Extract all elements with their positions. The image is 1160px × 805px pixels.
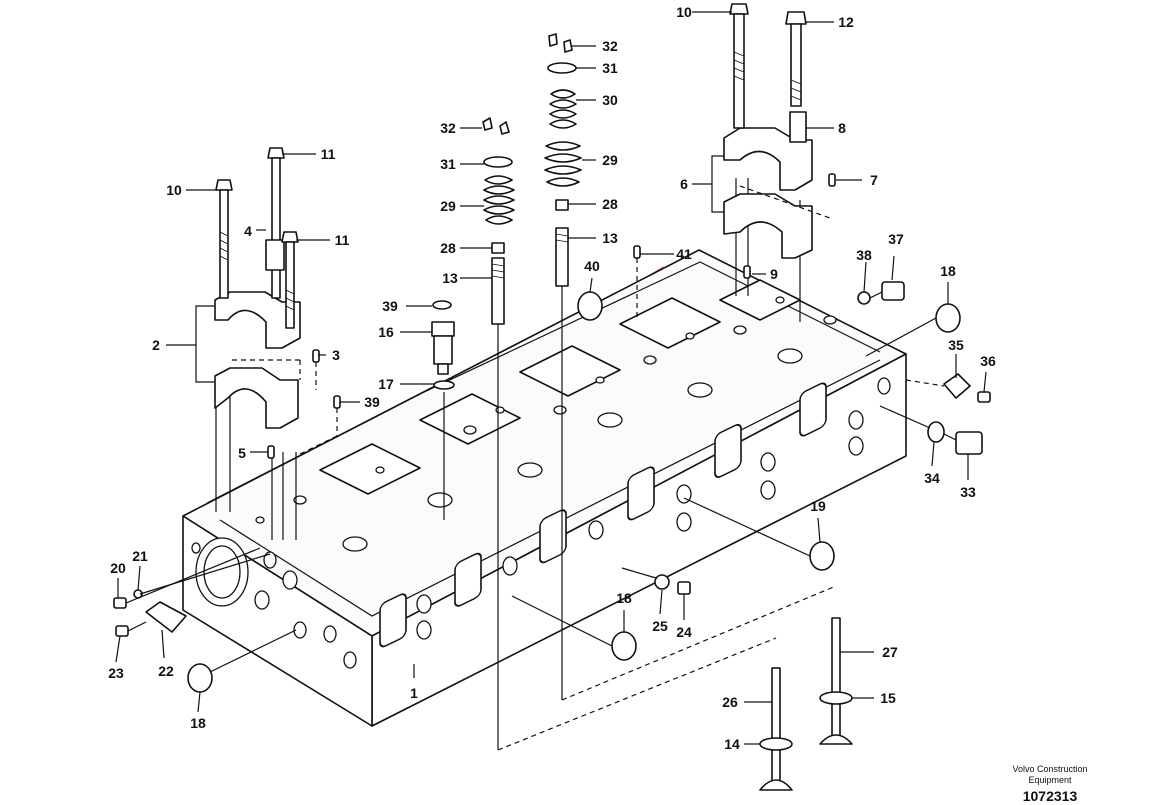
callout-3: 3 [332, 347, 340, 363]
plug-18-end [187, 629, 297, 693]
callout-35: 35 [948, 337, 964, 353]
bolt-10-right [729, 3, 749, 129]
callout-22: 22 [158, 663, 174, 679]
callout-41: 41 [676, 246, 692, 262]
valve-stack-right [544, 33, 837, 701]
callout-13-right: 13 [602, 230, 618, 246]
bolt-12 [785, 11, 807, 143]
callout-33: 33 [960, 484, 976, 500]
callout-1: 1 [410, 685, 418, 701]
plug-40 [577, 291, 603, 321]
callout-13-left: 13 [442, 270, 458, 286]
leader-lines [115, 11, 987, 745]
bolt-10-left [215, 179, 233, 299]
callout-11-upper: 11 [321, 146, 336, 162]
callout-40: 40 [584, 258, 600, 274]
callout-31-right: 31 [602, 60, 618, 76]
callout-15: 15 [880, 690, 896, 706]
dowel-pins [267, 173, 836, 459]
callout-9: 9 [770, 266, 778, 282]
plug-18-front [511, 595, 637, 661]
callout-32-left: 32 [440, 120, 456, 136]
callout-23: 23 [108, 665, 124, 681]
plug-19 [683, 497, 835, 571]
callout-10-left: 10 [166, 182, 182, 198]
callout-18-front: 18 [616, 590, 632, 606]
callout-39-lower: 39 [364, 394, 380, 410]
drawing-number: 1072313 [1022, 788, 1078, 804]
deck-pockets [319, 279, 801, 495]
valve-26 [759, 667, 793, 791]
fitting-33-34 [879, 405, 983, 455]
fitting-37-38 [857, 281, 905, 305]
injector-sleeve [431, 300, 455, 520]
deck-holes [255, 296, 837, 552]
valve-stack-left [482, 117, 777, 751]
callout-39-upper: 39 [382, 298, 398, 314]
callout-numbers: 1 2 3 4 5 6 7 8 9 10 10 11 11 12 13 13 1… [108, 4, 996, 752]
end-face-openings [191, 537, 357, 669]
callout-18-end: 18 [190, 715, 206, 731]
callout-36: 36 [980, 353, 996, 369]
callout-29-left: 29 [440, 198, 456, 214]
callout-7: 7 [870, 172, 878, 188]
callout-19: 19 [810, 498, 826, 514]
callout-20: 20 [110, 560, 126, 576]
callout-37: 37 [888, 231, 904, 247]
callout-4: 4 [244, 223, 252, 239]
callout-12: 12 [838, 14, 854, 30]
plug-18-right [865, 303, 961, 357]
drawing-footer: Volvo Construction Equipment 1072313 [990, 764, 1110, 805]
callout-32-right: 32 [602, 38, 618, 54]
callout-38: 38 [856, 247, 872, 263]
callout-27: 27 [882, 644, 898, 660]
callout-30: 30 [602, 92, 618, 108]
callout-31-left: 31 [440, 156, 456, 172]
callout-29-right: 29 [602, 152, 618, 168]
valve-27 [819, 617, 853, 745]
organization-label: Volvo Construction Equipment [1012, 764, 1088, 785]
bolt-11-upper [265, 147, 285, 299]
callout-6: 6 [680, 176, 688, 192]
callout-25: 25 [652, 618, 668, 634]
bolt-11-lower [281, 231, 299, 329]
callout-28-left: 28 [440, 240, 456, 256]
callout-18-right: 18 [940, 263, 956, 279]
callout-24: 24 [676, 624, 692, 640]
callout-2: 2 [152, 337, 160, 353]
bearing-cap-right [723, 127, 831, 259]
callout-34: 34 [924, 470, 940, 486]
callout-28-right: 28 [602, 196, 618, 212]
callout-26: 26 [722, 694, 738, 710]
callout-11-lower: 11 [335, 232, 350, 248]
callout-14: 14 [724, 736, 740, 752]
callout-8: 8 [838, 120, 846, 136]
bracket-35-36 [905, 373, 991, 403]
callout-10-right: 10 [676, 4, 692, 20]
callout-21: 21 [132, 548, 148, 564]
cylinder-head [182, 178, 907, 727]
side-ports [379, 377, 891, 648]
callout-16: 16 [378, 324, 394, 340]
callout-5: 5 [238, 445, 246, 461]
callout-17: 17 [378, 376, 394, 392]
